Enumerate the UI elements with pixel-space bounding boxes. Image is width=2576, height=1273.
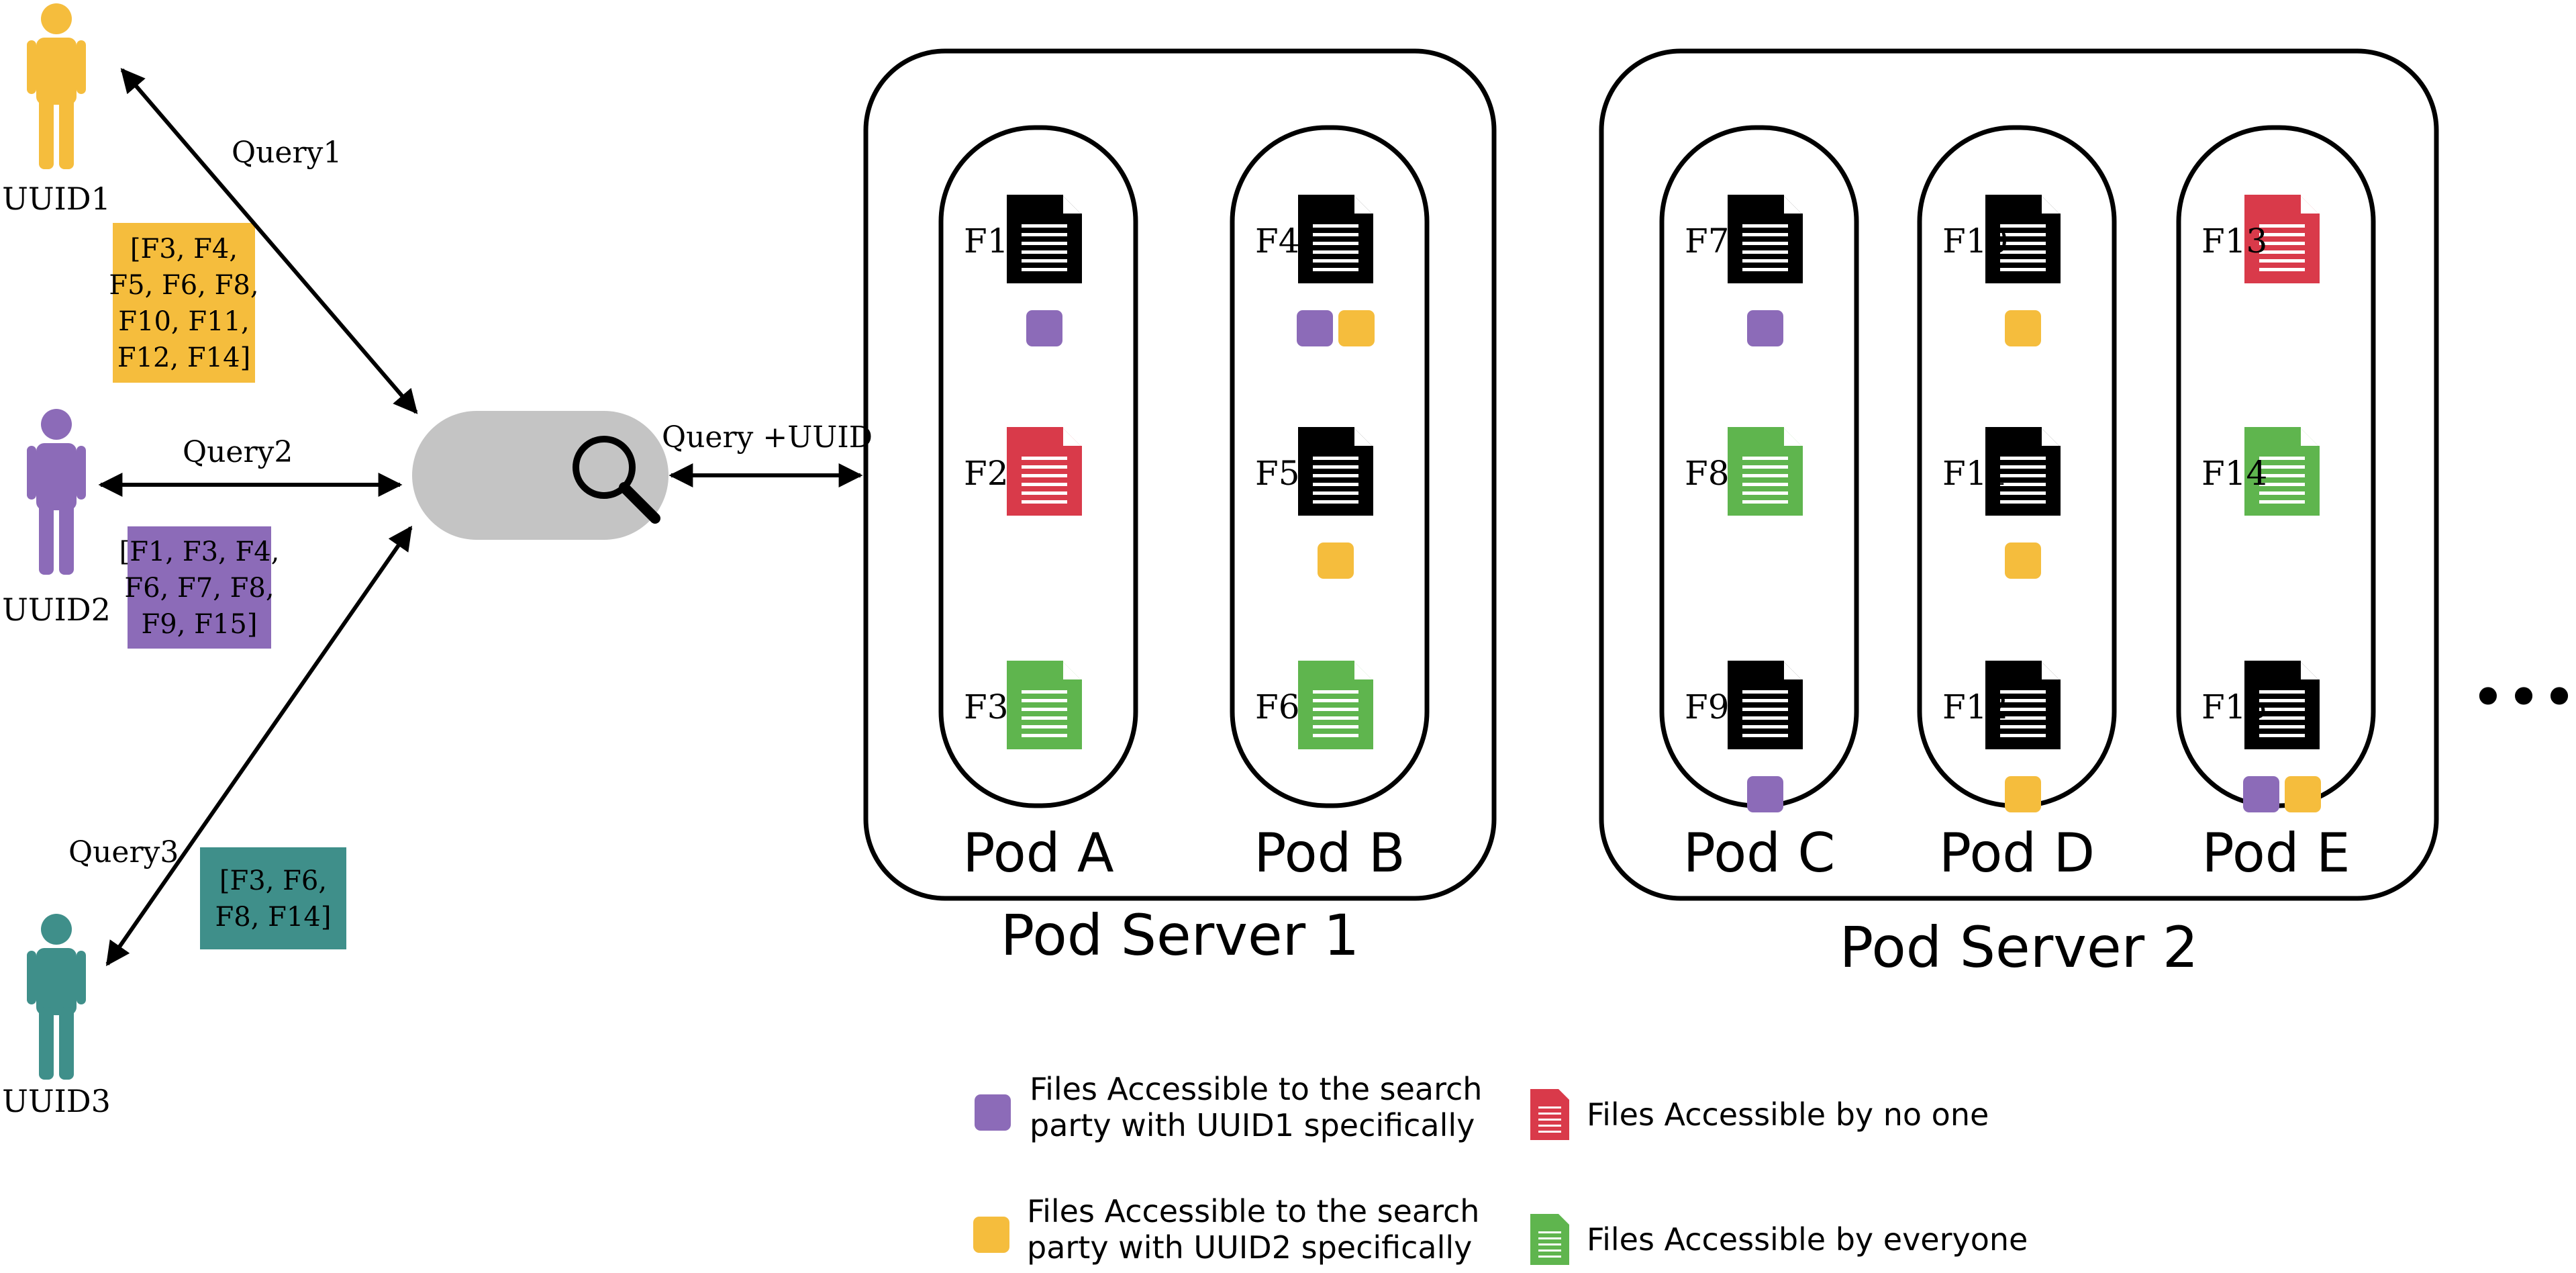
file-icon xyxy=(1007,427,1082,516)
uuid2-result-line: F9, F15] xyxy=(142,609,258,640)
file-name-label: F11 xyxy=(1942,454,2008,493)
file-icon xyxy=(1985,661,2061,749)
file-name-label: F15 xyxy=(2201,688,2267,726)
file-name-label: F8 xyxy=(1685,454,1730,493)
legend-file-icon-red xyxy=(1530,1089,1569,1140)
file-name-label: F12 xyxy=(1942,688,2008,726)
file-name-label: F4 xyxy=(1255,222,1300,261)
access-badge-purple xyxy=(1747,776,1783,812)
legend-file-icon-green xyxy=(1530,1214,1569,1265)
uuid3-result-line: F8, F14] xyxy=(215,902,332,933)
legend-badge-yellow xyxy=(973,1217,1009,1253)
pod-server-2-label: Pod Server 2 xyxy=(1840,914,2199,980)
query-uuid-label: Query +UUID xyxy=(662,420,873,455)
uuid2-result-line: [F1, F3, F4, xyxy=(119,536,280,567)
pod-server-1-box xyxy=(863,48,1497,901)
legend-text: party with UUID1 specifically xyxy=(1030,1107,1475,1143)
uuid2-person-icon xyxy=(27,409,86,575)
file-icon xyxy=(2244,195,2320,283)
file-icon xyxy=(1728,661,1803,749)
file-icon xyxy=(1728,195,1803,283)
file-name-label: F9 xyxy=(1685,688,1730,726)
file-name-label: F14 xyxy=(2201,454,2267,493)
legend-text: party with UUID2 specifically xyxy=(1027,1229,1472,1266)
pod-box xyxy=(1230,125,1430,808)
magnifier-icon xyxy=(573,436,660,524)
access-badge-purple xyxy=(1297,310,1333,346)
uuid3-person-icon xyxy=(27,914,86,1080)
legend-item: Files Accessible by no one xyxy=(1530,1089,1989,1140)
file-name-label: F5 xyxy=(1255,454,1300,493)
access-badge-yellow xyxy=(2005,310,2041,346)
file-icon xyxy=(1298,661,1373,749)
file-icon xyxy=(1298,195,1373,283)
uuid3-query-label: Query3 xyxy=(68,835,179,869)
legend-text: Files Accessible by everyone xyxy=(1587,1221,2028,1258)
uuid1-result-line: F12, F14] xyxy=(117,342,250,373)
file-icon xyxy=(2244,427,2320,516)
uuid1-query-label: Query1 xyxy=(232,136,342,170)
file-name-label: F1 xyxy=(964,222,1009,261)
uuid3-label: UUID3 xyxy=(2,1083,111,1119)
legend-text: Files Accessible to the search xyxy=(1030,1071,1482,1107)
file-icon xyxy=(2244,661,2320,749)
pod-label: Pod B xyxy=(1254,822,1405,884)
file-name-label: F6 xyxy=(1255,688,1300,726)
file-name-label: F13 xyxy=(2201,222,2267,261)
more-servers-ellipsis: ••• xyxy=(2470,663,2576,733)
file-name-label: F3 xyxy=(964,688,1009,726)
legend-text: Files Accessible by no one xyxy=(1587,1096,1989,1133)
uuid1-person-icon xyxy=(27,3,86,169)
uuid2-query-label: Query2 xyxy=(183,435,293,469)
access-badge-yellow xyxy=(1318,543,1354,579)
pod-server-2-box xyxy=(1599,48,2439,901)
file-icon xyxy=(1007,195,1082,283)
legend-item: Files Accessible by everyone xyxy=(1530,1214,2028,1265)
uuid3-result-box xyxy=(200,847,346,949)
search-engine-pill xyxy=(412,411,668,540)
file-name-label: F2 xyxy=(964,454,1009,493)
file-name-label: F10 xyxy=(1942,222,2008,261)
legend-text: Files Accessible to the search xyxy=(1027,1193,1479,1229)
uuid1-label: UUID1 xyxy=(2,181,111,217)
access-badge-yellow xyxy=(2005,543,2041,579)
pod-box xyxy=(938,125,1138,808)
access-badge-purple xyxy=(2243,776,2279,812)
access-badge-purple xyxy=(1747,310,1783,346)
access-badge-yellow xyxy=(2005,776,2041,812)
pod-label: Pod A xyxy=(962,822,1114,884)
file-icon xyxy=(1985,195,2061,283)
uuid2-label: UUID2 xyxy=(2,592,111,628)
query3-arrow xyxy=(105,526,413,966)
uuid2-result-line: F6, F7, F8, xyxy=(124,573,274,604)
pod-label: Pod C xyxy=(1683,822,1835,884)
uuid1-result-line: [F3, F4, xyxy=(130,234,238,265)
uuid1-result-line: F10, F11, xyxy=(118,306,249,337)
file-icon xyxy=(1298,427,1373,516)
uuid1-result-line: F5, F6, F8, xyxy=(109,270,258,301)
access-badge-yellow xyxy=(2285,776,2321,812)
access-badge-purple xyxy=(1026,310,1062,346)
pod-server-1-label: Pod Server 1 xyxy=(1001,902,1360,968)
file-icon xyxy=(1007,661,1082,749)
query1-arrow xyxy=(120,68,418,414)
legend-badge-purple xyxy=(975,1094,1011,1131)
pod-label: Pod E xyxy=(2201,822,2350,884)
access-badge-yellow xyxy=(1338,310,1375,346)
file-name-label: F7 xyxy=(1685,222,1730,261)
pod-label: Pod D xyxy=(1939,822,2095,884)
file-icon xyxy=(1728,427,1803,516)
file-icon xyxy=(1985,427,2061,516)
uuid3-result-line: [F3, F6, xyxy=(219,865,327,896)
